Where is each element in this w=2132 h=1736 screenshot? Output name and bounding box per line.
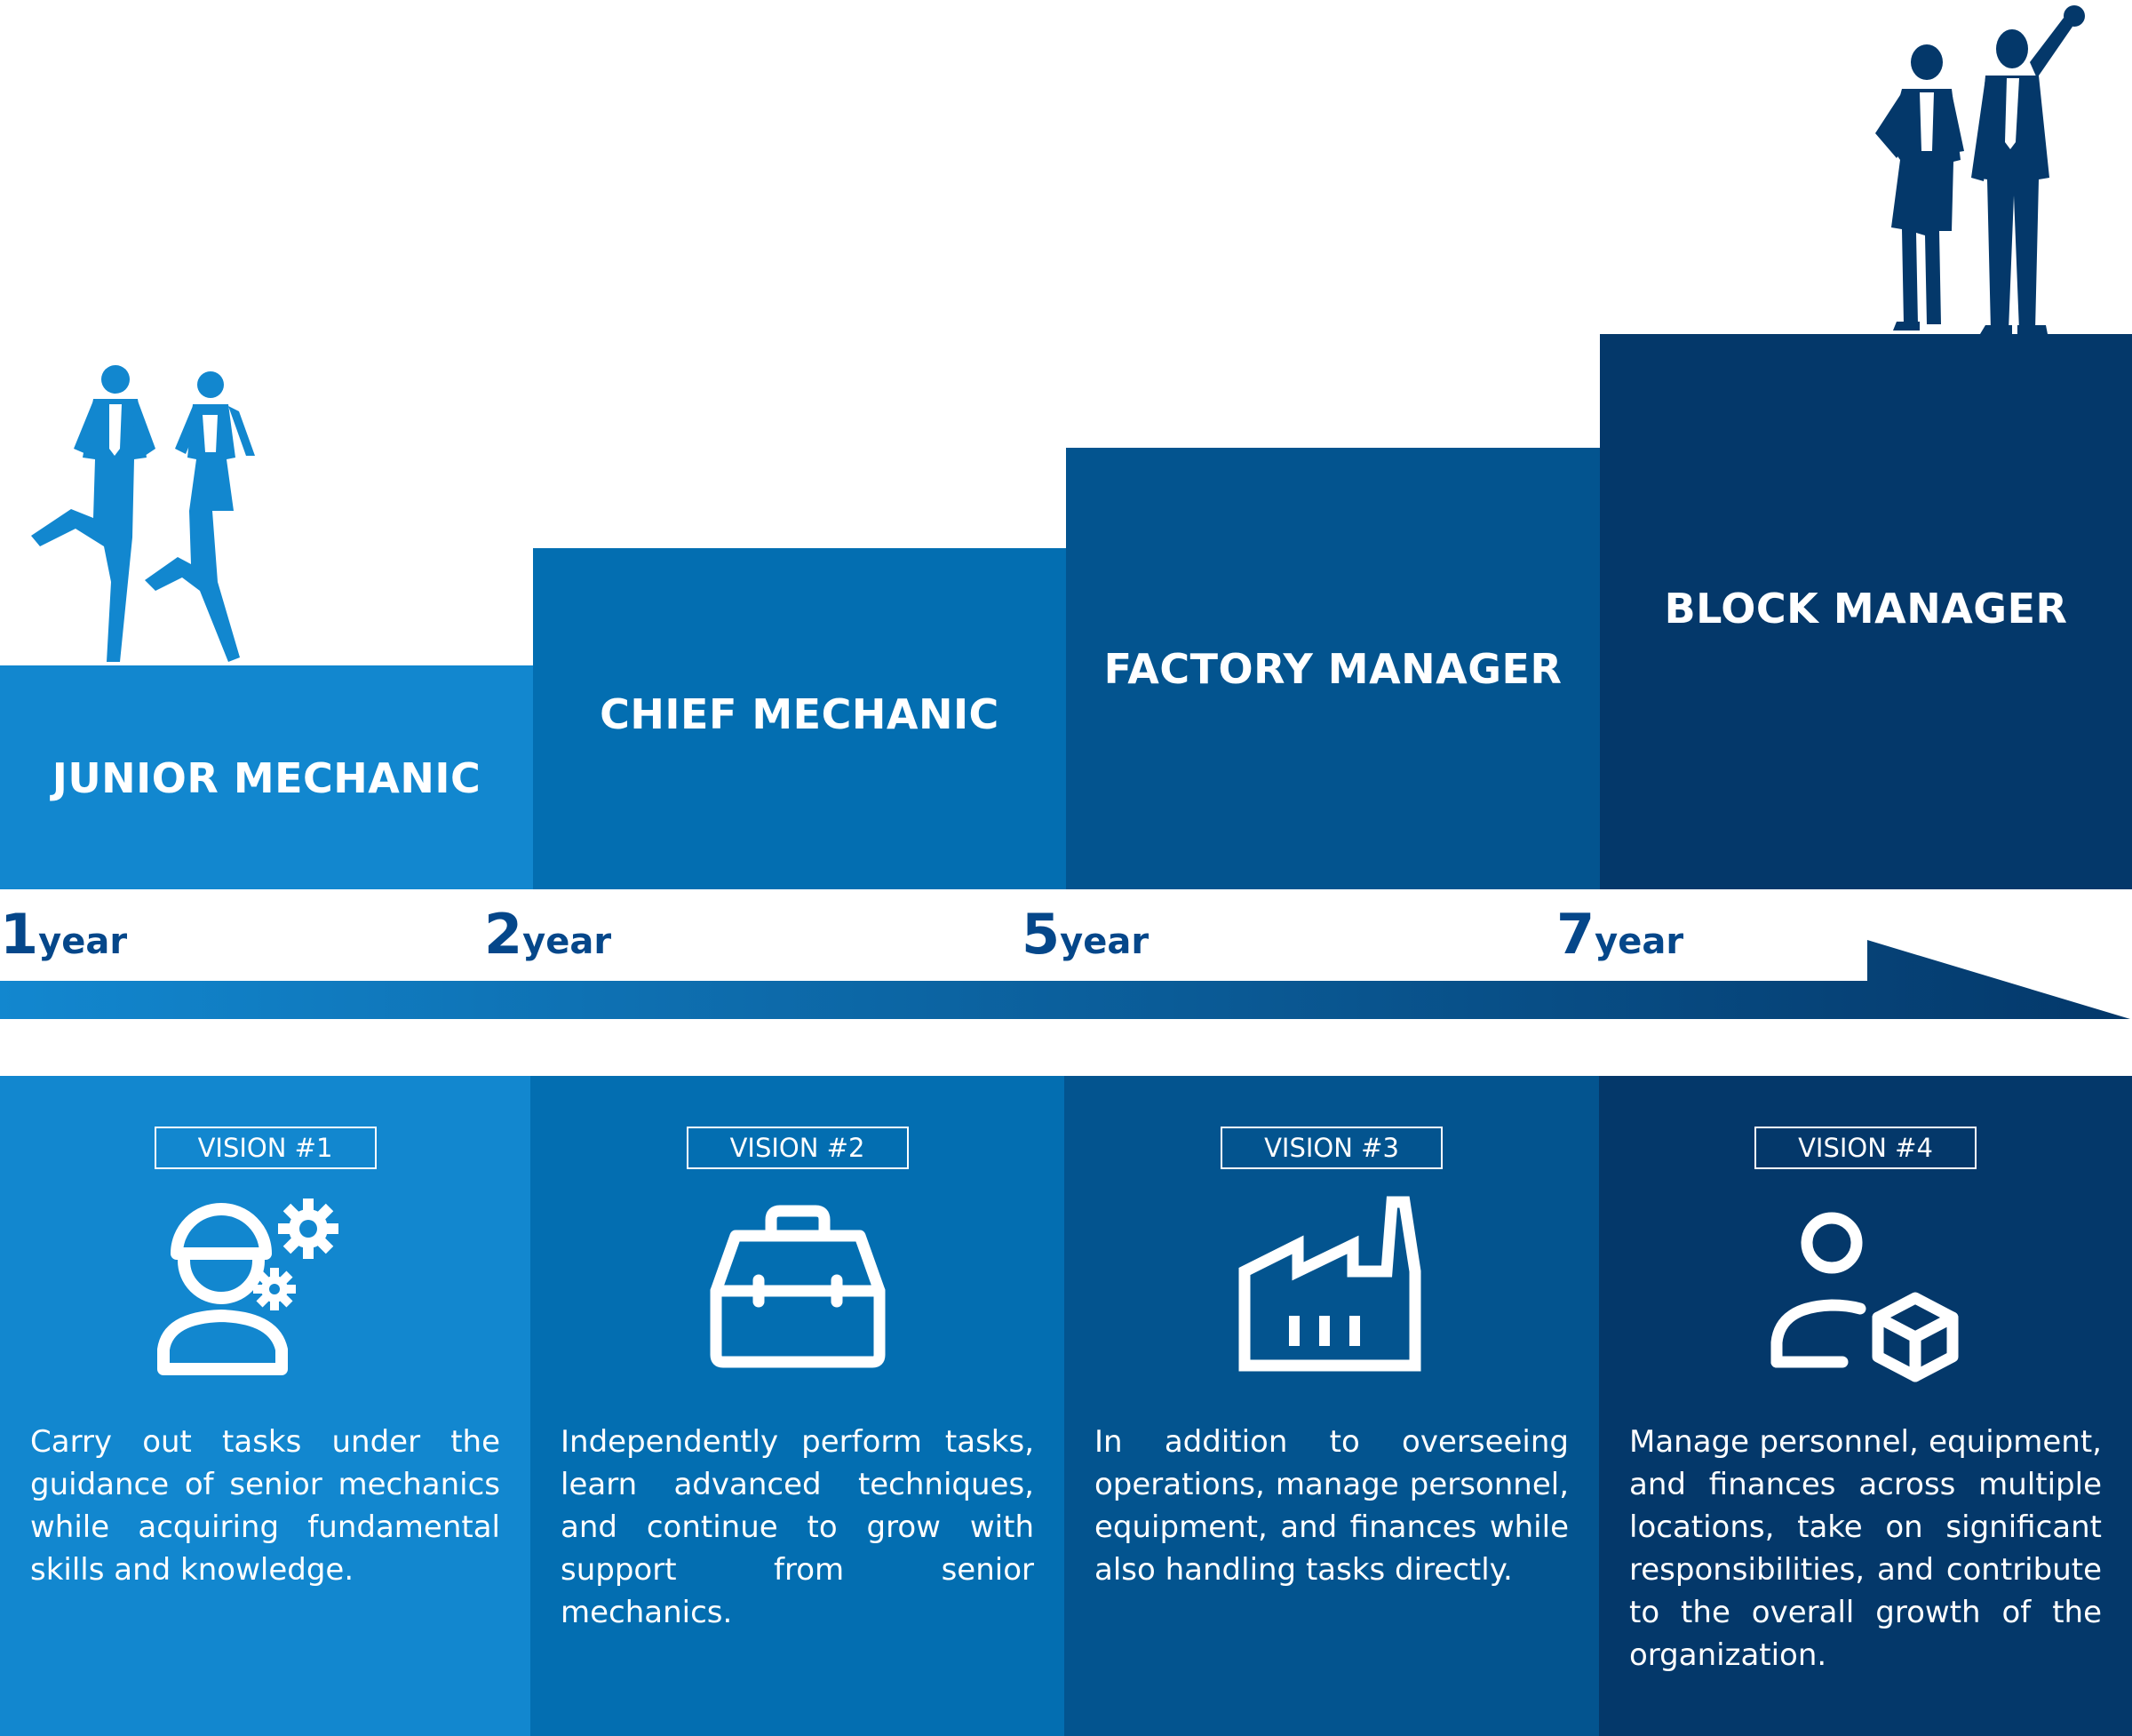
vision-badge: VISION #1 [154, 1127, 377, 1169]
year-unit: year [1060, 921, 1150, 962]
timeline-arrow [0, 940, 2130, 1019]
year-number: 2 [484, 902, 522, 967]
step-title: CHIEF MECHANIC [600, 690, 999, 738]
step-block-manager: BLOCK MANAGER [1600, 334, 2132, 889]
year-unit: year [38, 921, 128, 962]
vision-badge: VISION #2 [686, 1127, 909, 1169]
timeline-label-2: 2year [484, 902, 611, 967]
year-number: 5 [1022, 902, 1060, 967]
vision-panel-3: VISION #3 In addition to overseeing oper… [1064, 1076, 1599, 1736]
timeline-label-4: 7year [1556, 902, 1683, 967]
vision-panel-4: VISION #4 Manage personnel, equipment, a… [1599, 1076, 2132, 1736]
vision-description: Carry out tasks under the guidance of se… [30, 1424, 500, 1588]
toolbox-icon [710, 1205, 885, 1368]
year-number: 7 [1556, 902, 1595, 967]
vision-badge: VISION #4 [1754, 1127, 1977, 1169]
factory-icon [1238, 1196, 1421, 1372]
step-factory-manager: FACTORY MANAGER [1066, 448, 1600, 889]
vision-description: Independently perform tasks, learn advan… [561, 1424, 1034, 1630]
vision-panel-1: VISION #1 Carry out tasks under the guid… [0, 1076, 530, 1736]
step-title: BLOCK MANAGER [1664, 585, 2068, 633]
step-chief-mechanic: CHIEF MECHANIC [533, 548, 1066, 889]
year-unit: year [522, 921, 612, 962]
timeline-label-3: 5year [1022, 902, 1149, 967]
step-junior-mechanic: JUNIOR MECHANIC [0, 665, 533, 889]
vision-description: In addition to overseeing operations, ma… [1094, 1424, 1569, 1588]
step-title: FACTORY MANAGER [1103, 645, 1563, 693]
step-title: JUNIOR MECHANIC [52, 754, 481, 802]
vision-panel-2: VISION #2 Independently perform tasks, l… [530, 1076, 1064, 1736]
vision-badge: VISION #3 [1221, 1127, 1443, 1169]
year-number: 1 [0, 902, 38, 967]
timeline-label-1: 1year [0, 902, 127, 967]
vision-description: Manage personnel, equipment, and finance… [1629, 1424, 2102, 1673]
person-with-box-icon [1770, 1212, 1959, 1382]
mechanic-with-gears-icon [156, 1198, 338, 1375]
standing-people-silhouette [1875, 5, 2085, 334]
running-people-silhouette [31, 365, 255, 662]
year-unit: year [1595, 921, 1684, 962]
